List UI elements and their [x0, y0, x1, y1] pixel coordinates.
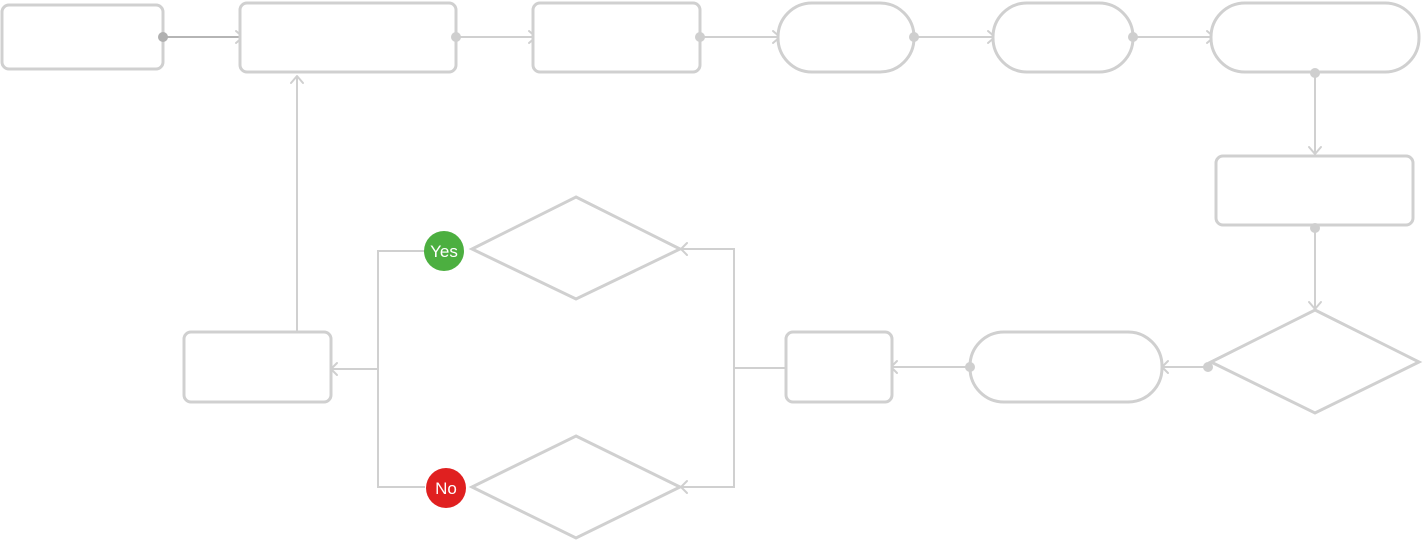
edge-yes-node10	[377, 250, 425, 369]
edge-split-diamond-no	[681, 368, 735, 488]
connector-dot	[451, 32, 461, 42]
edge-split-diamond-yes	[681, 248, 735, 368]
process-node-1[interactable]	[0, 3, 165, 71]
edge-no-node10	[377, 369, 425, 488]
connector-dot	[1128, 32, 1138, 42]
process-node-7[interactable]	[1214, 154, 1415, 227]
no-badge[interactable]: No	[426, 468, 466, 508]
edges	[163, 36, 1316, 488]
process-node-2[interactable]	[238, 1, 458, 74]
terminal-node-8[interactable]	[968, 330, 1164, 404]
yes-badge-circle	[424, 231, 464, 271]
arrowhead-node7	[1308, 146, 1322, 155]
connector-dot	[1310, 223, 1320, 233]
connector-dot	[1203, 362, 1213, 372]
connector-dot	[1310, 68, 1320, 78]
decision-diamond-1[interactable]	[1207, 308, 1423, 415]
process-node-3[interactable]	[531, 1, 702, 74]
decision-diamond-no[interactable]	[468, 434, 684, 540]
connector-dot	[158, 32, 168, 42]
decision-diamond-yes[interactable]	[468, 195, 684, 301]
terminal-node-6[interactable]	[1209, 1, 1421, 74]
connector-dots	[158, 32, 1320, 372]
connector-dot	[695, 32, 705, 42]
terminal-node-5[interactable]	[991, 1, 1135, 74]
arrowhead-node2-bottom	[290, 75, 304, 84]
connector-dot	[965, 362, 975, 372]
yes-badge-label: Yes	[430, 242, 458, 261]
arrowheads	[235, 30, 1322, 494]
process-node-10[interactable]	[182, 330, 333, 404]
terminal-node-4[interactable]	[776, 1, 916, 74]
yes-badge[interactable]: Yes	[424, 231, 464, 271]
no-badge-circle	[426, 468, 466, 508]
process-node-9[interactable]	[784, 330, 894, 404]
no-badge-label: No	[435, 479, 457, 498]
connector-dot	[909, 32, 919, 42]
